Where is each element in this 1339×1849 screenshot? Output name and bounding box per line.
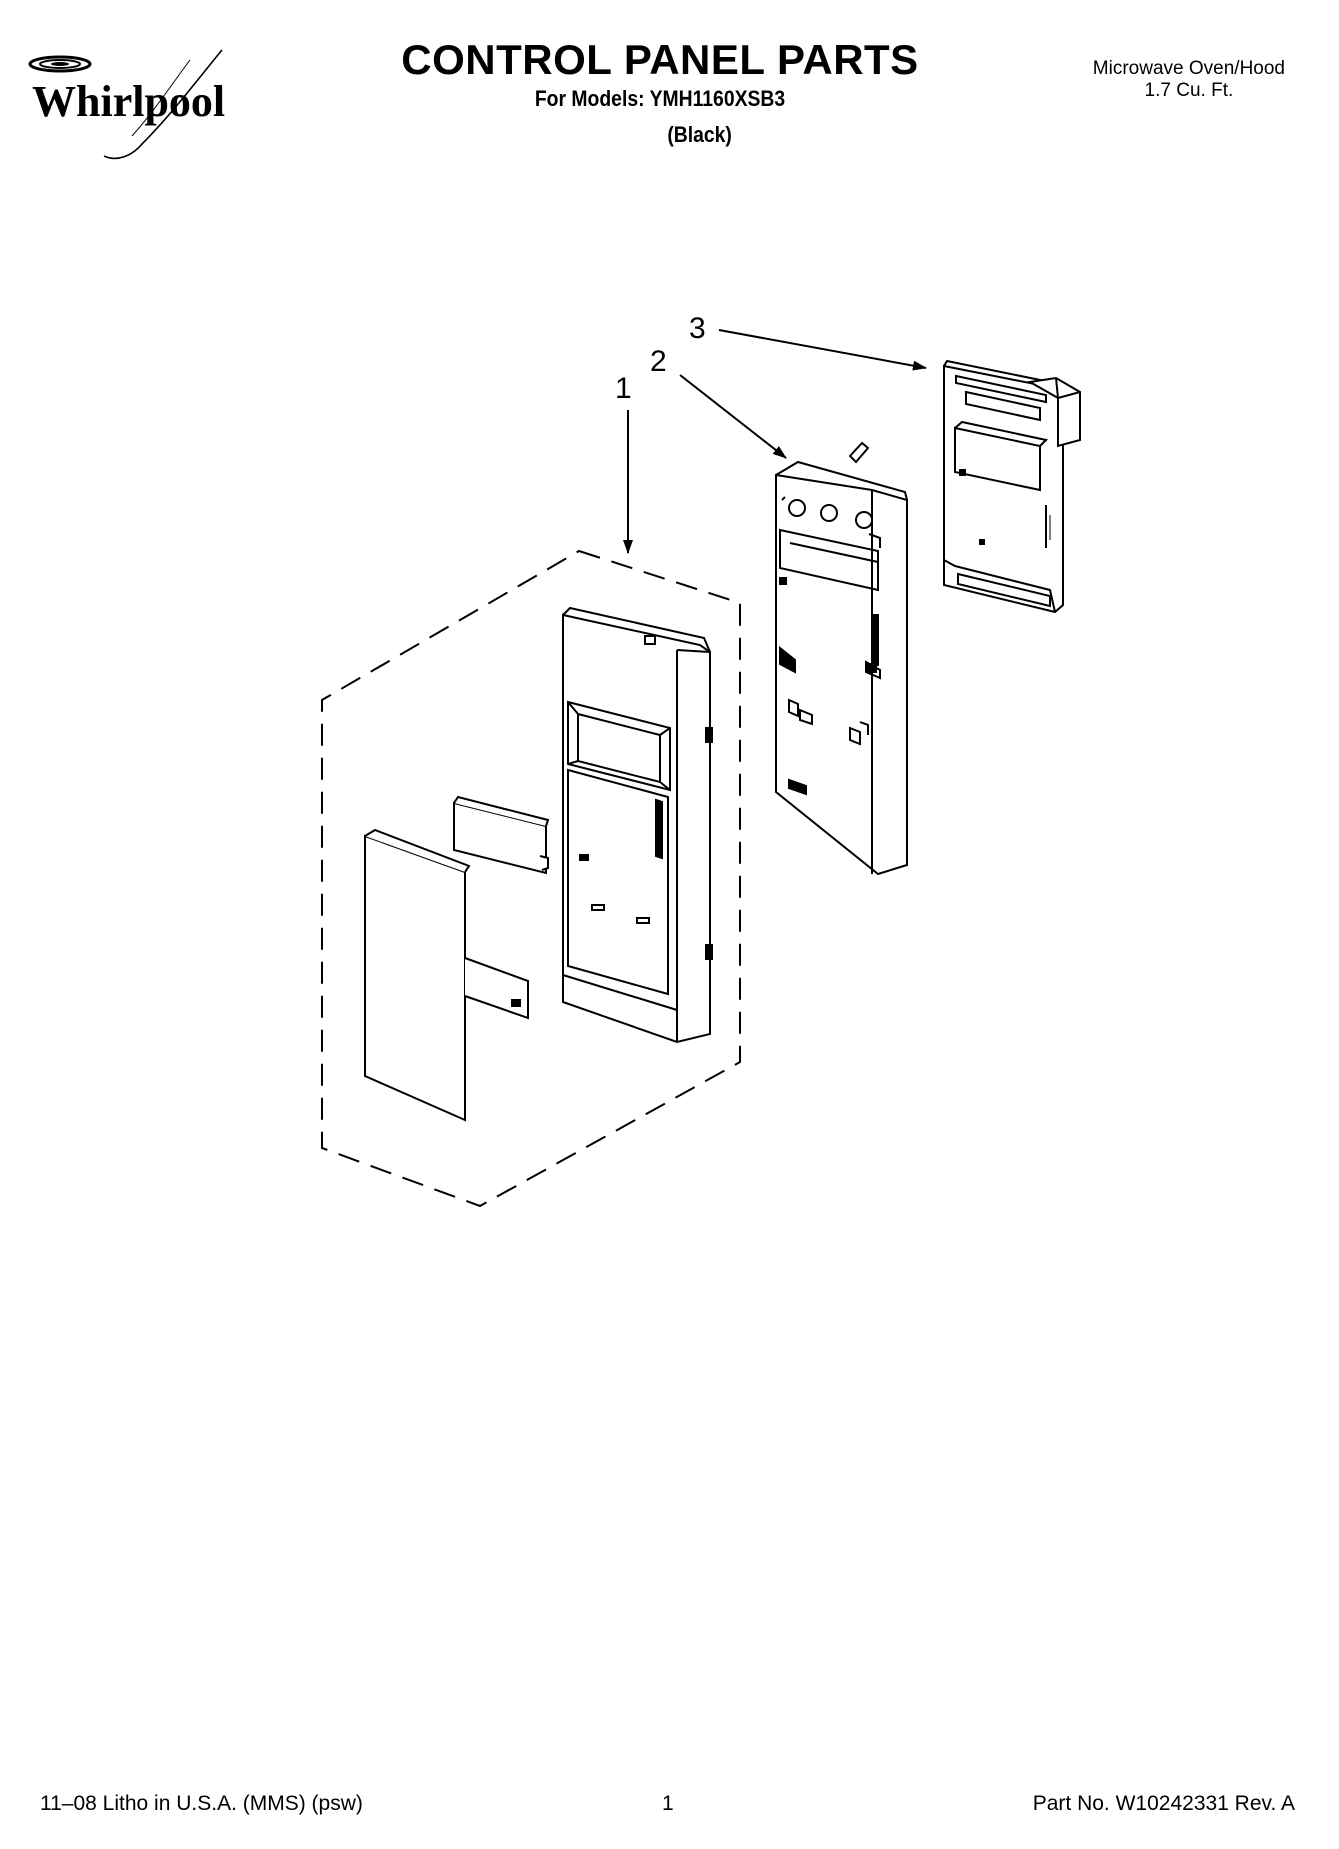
product-type: Microwave Oven/Hood <box>1092 58 1285 79</box>
product-description: Microwave Oven/Hood 1.7 Cu. Ft. <box>1093 58 1285 102</box>
control-panel-frame <box>775 441 908 876</box>
keypad-overlay <box>364 828 471 1122</box>
ribbon-connector <box>464 957 529 1020</box>
callout-2: 2 <box>650 345 667 378</box>
leader-arrow-2 <box>679 374 787 459</box>
kit-outline-dashed <box>321 549 741 1208</box>
electronic-control-bracket <box>943 359 1081 614</box>
display-window-insert <box>453 795 550 875</box>
title-block: CONTROL PANEL PARTS For Models: YMH1160X… <box>330 36 990 150</box>
callout-3: 3 <box>689 312 706 345</box>
callout-1: 1 <box>615 372 632 405</box>
brand-wordmark: Whirlpool <box>32 77 225 126</box>
product-capacity: 1.7 Cu. Ft. <box>1144 80 1234 101</box>
litho-info: 11–08 Litho in U.S.A. (MMS) (psw) <box>40 1792 363 1815</box>
models-line: For Models: YMH1160XSB3 <box>534 86 786 111</box>
control-panel-bezel <box>562 606 713 1044</box>
part-number: Part No. W10242331 Rev. A <box>1032 1792 1295 1815</box>
page-number: 1 <box>662 1792 674 1815</box>
page-title: CONTROL PANEL PARTS <box>401 36 919 83</box>
color-line: (Black) <box>667 122 732 147</box>
leader-arrow-3 <box>718 329 927 371</box>
whirlpool-logo: Whirlpool <box>28 49 225 160</box>
